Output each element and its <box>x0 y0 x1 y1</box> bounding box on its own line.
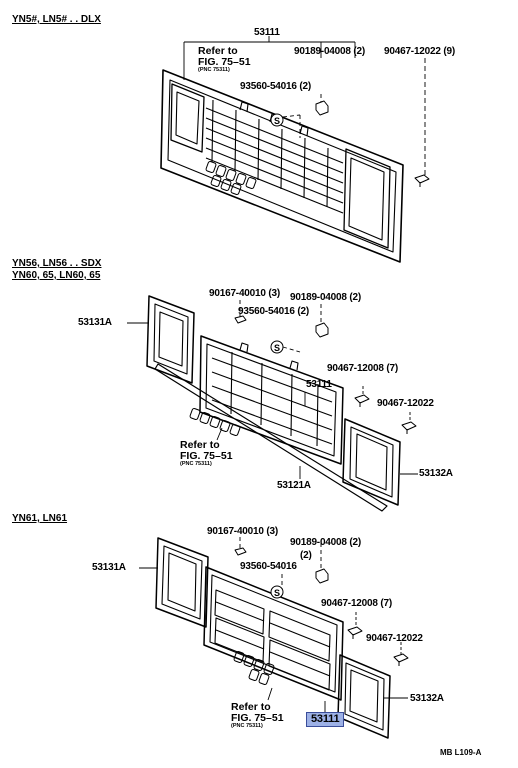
part-label-clip-a[interactable]: 90189-04008 (2) <box>290 537 361 548</box>
grille-dlx <box>160 69 404 263</box>
section-header-dlx: YN5#, LN5# . . DLX <box>12 14 101 25</box>
leaders-yn61 <box>139 537 408 712</box>
part-label-molding[interactable]: 53121A <box>277 480 311 491</box>
part-label-screw[interactable]: 93560-54016 (2) <box>240 81 311 92</box>
part-label-lamp-case-right[interactable]: 53132A <box>419 468 453 479</box>
section-header-sdx-line1: YN56, LN56 . . SDX <box>12 258 102 269</box>
screw-mark-1: S <box>274 116 280 126</box>
screw-mark-3: S <box>274 588 280 598</box>
leaders-sdx <box>127 300 418 479</box>
part-label-grille-highlighted[interactable]: 53111 <box>306 712 345 727</box>
part-label-clip-c[interactable]: 90467-12008 (7) <box>327 363 398 374</box>
part-label-nut[interactable]: 90167-40010 (3) <box>207 526 278 537</box>
part-label-grille[interactable]: 53111 <box>254 27 280 38</box>
part-label-clip-a[interactable]: 90189-04008 (2) <box>294 46 365 57</box>
part-label-lamp-case-left[interactable]: 53131A <box>78 317 112 328</box>
part-label-screw[interactable]: 93560-54016 <box>240 561 297 572</box>
part-label-grille[interactable]: 53111 <box>306 379 332 390</box>
part-label-clip-c[interactable]: 90467-12008 (7) <box>321 598 392 609</box>
part-label-screw[interactable]: 93560-54016 (2) <box>238 306 309 317</box>
part-label-lamp-case-left[interactable]: 53131A <box>92 562 126 573</box>
part-label-clip-b[interactable]: 90467-12022 <box>366 633 423 644</box>
section-header-sdx-line2: YN60, 65, LN60, 65 <box>12 270 101 281</box>
leaders-dlx <box>183 36 426 178</box>
grille-sdx <box>146 295 401 512</box>
screw-mark-2: S <box>274 343 280 353</box>
part-label-clip-a-qty: (2) <box>300 550 312 561</box>
section-header-yn61: YN61, LN61 <box>12 513 68 524</box>
part-label-clip-b[interactable]: 90467-12022 (9) <box>384 46 455 57</box>
grille-yn61 <box>155 537 391 739</box>
part-label-clip-b[interactable]: 90467-12022 <box>377 398 434 409</box>
part-label-lamp-case-right[interactable]: 53132A <box>410 693 444 704</box>
part-label-clip-a[interactable]: 90189-04008 (2) <box>290 292 361 303</box>
drawing-code: MB L109-A <box>440 748 482 757</box>
part-label-nut[interactable]: 90167-40010 (3) <box>209 288 280 299</box>
